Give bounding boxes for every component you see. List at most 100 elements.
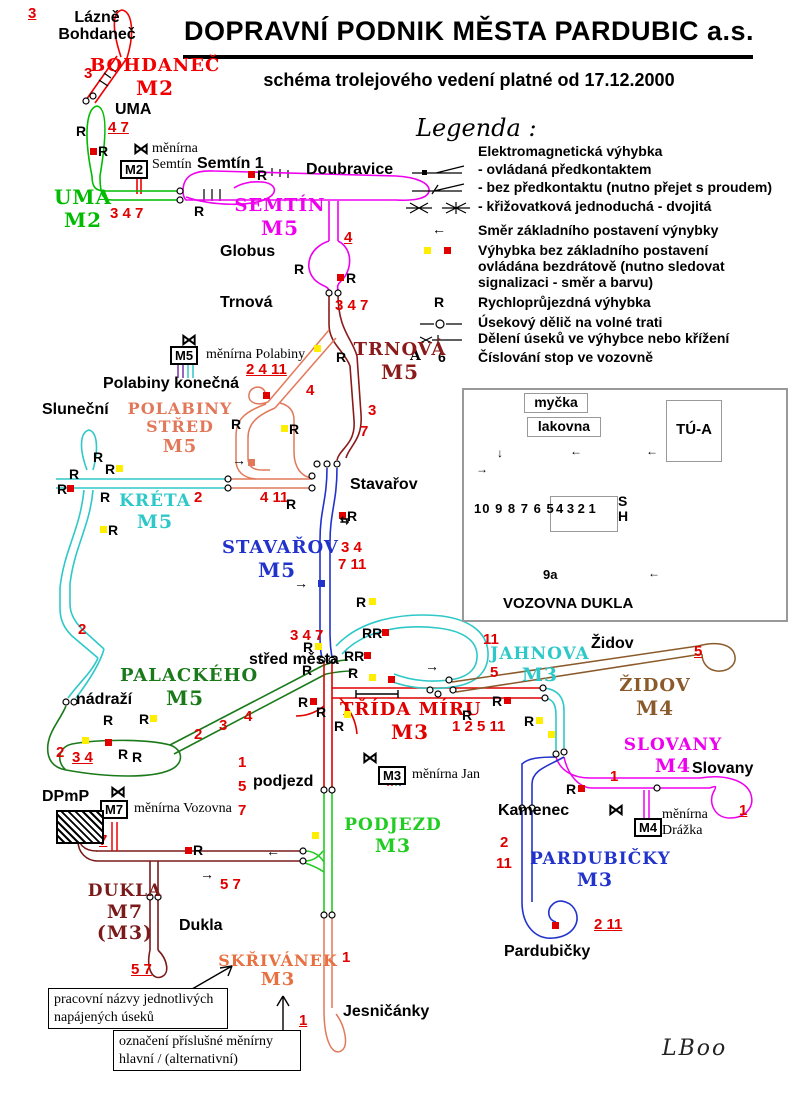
depot-tua-box: TÚ-A bbox=[666, 400, 722, 462]
r-switch-mark: R bbox=[334, 718, 345, 734]
station-slovany: Slovany bbox=[692, 760, 754, 777]
red-switch-marker bbox=[248, 171, 255, 178]
r-switch-mark: R bbox=[348, 665, 359, 681]
route-number: 2 bbox=[500, 834, 509, 851]
r-switch-mark: R bbox=[257, 167, 268, 183]
route-number: 3 bbox=[84, 65, 93, 82]
yellow-switch-marker-icon bbox=[424, 247, 431, 254]
r-switch-mark: R bbox=[566, 781, 577, 797]
substation-name-semtin-1: měnírna bbox=[152, 141, 198, 156]
substation-box-drazka: M4 bbox=[634, 818, 663, 837]
legend-item-usekovy-delic: Úsekový dělič na volné trati bbox=[478, 314, 663, 330]
red-switch-marker bbox=[364, 652, 371, 659]
section-bohdanec: BohdanečM2 bbox=[90, 55, 221, 100]
section-polabiny-stred: PolabinystředM5 bbox=[127, 399, 233, 457]
legend-electromagnetic-header: Elektromagnetická výhybka bbox=[478, 143, 663, 159]
route-line-stavarov bbox=[319, 467, 338, 659]
substation-bowtie-icon: ⋈ bbox=[110, 784, 126, 801]
depot-s-label: S bbox=[618, 493, 628, 509]
r-switch-mark: R bbox=[57, 481, 68, 497]
switch-divider-icon bbox=[419, 335, 462, 345]
route-number: 3 4 7 bbox=[290, 627, 324, 644]
section-ticks bbox=[98, 66, 289, 201]
route-line-trnova bbox=[328, 293, 362, 461]
red-switch-marker bbox=[185, 847, 192, 854]
station-pardubicky: Pardubičky bbox=[504, 943, 591, 960]
route-line-zidov bbox=[451, 642, 736, 693]
switch-no-precontact-icon bbox=[412, 183, 465, 195]
route-number: 2 bbox=[194, 489, 203, 506]
yellow-switch-marker bbox=[82, 737, 89, 744]
r-switch-mark: R bbox=[103, 712, 114, 728]
red-switch-marker bbox=[263, 392, 270, 399]
section-skrivanek: SkřivánekM3 bbox=[218, 951, 338, 991]
yellow-switch-marker bbox=[369, 674, 376, 681]
route-number: 4 bbox=[344, 229, 353, 246]
route-number: 2 bbox=[194, 726, 203, 743]
r-switch-mark: R bbox=[76, 123, 87, 139]
station-dukla: Dukla bbox=[179, 917, 223, 934]
substation-box-semtin: M2 bbox=[120, 160, 149, 179]
red-switch-marker bbox=[337, 274, 344, 281]
legend-r-symbol: R bbox=[434, 294, 445, 310]
station-podjezd: podjezd bbox=[253, 773, 314, 790]
red-switch-marker bbox=[504, 697, 511, 704]
legend-title: Legenda : bbox=[416, 114, 537, 142]
section-stavarov: StavařovM5 bbox=[222, 537, 339, 582]
author-signature: LBoo bbox=[662, 1036, 728, 1061]
red-switch-marker bbox=[67, 485, 74, 492]
station-polabiny-konecna: Polabiny konečná bbox=[103, 375, 240, 392]
r-switch-mark: R bbox=[303, 639, 314, 655]
r-switch-mark: R bbox=[108, 522, 119, 538]
r-switch-mark: R bbox=[289, 421, 300, 437]
route-line-pardubicky bbox=[521, 756, 578, 939]
r-switch-mark: R bbox=[346, 270, 357, 286]
r-switch-mark: R bbox=[347, 508, 358, 524]
depot-lakovna-box: lakovna bbox=[527, 417, 601, 437]
route-line-uma bbox=[86, 105, 179, 201]
page-subtitle: schéma trolejového vedení platné od 17.1… bbox=[263, 70, 675, 90]
red-switch-marker bbox=[382, 629, 389, 636]
r-switch-mark: R bbox=[294, 261, 305, 277]
direction-arrow-icon: ← bbox=[648, 566, 660, 580]
route-number: 5 7 bbox=[220, 876, 241, 893]
substation-box-polabiny: M5 bbox=[170, 346, 199, 365]
title-underline bbox=[183, 55, 753, 59]
legend-item-predkontakt: - ovládaná předkontaktem bbox=[478, 161, 652, 177]
route-line-kreta bbox=[56, 429, 227, 699]
route-number: 3 4 7 bbox=[335, 297, 369, 314]
direction-arrow-icon: → bbox=[476, 462, 488, 476]
route-number: 3 bbox=[219, 717, 228, 734]
red-switch-marker bbox=[552, 922, 559, 929]
legend-item-bez-predkontaktu: - bez předkontaktu (nutno přejet s proud… bbox=[478, 179, 773, 195]
rr-switch-mark: RR bbox=[344, 648, 365, 664]
route-line-polabiny bbox=[228, 329, 337, 489]
substation-name-drazka-2: Drážka bbox=[662, 823, 703, 838]
route-number: 2 11 bbox=[594, 916, 623, 933]
r-switch-mark: R bbox=[356, 594, 367, 610]
yellow-switch-marker bbox=[116, 465, 123, 472]
r-switch-mark: R bbox=[139, 711, 150, 727]
dpmp-building bbox=[56, 810, 104, 844]
direction-arrow-icon: → bbox=[294, 575, 308, 591]
section-jahnova: JahnovaM3 bbox=[490, 644, 590, 686]
red-switch-marker bbox=[90, 148, 97, 155]
route-number: 1 2 5 11 bbox=[452, 718, 506, 735]
station-nadrazi: nádraží bbox=[76, 691, 133, 708]
substation-name-polabiny: měnírna Polabiny bbox=[206, 347, 306, 362]
substation-bowtie-icon: ⋈ bbox=[133, 141, 149, 158]
depot-title: VOZOVNA DUKLA bbox=[503, 595, 634, 612]
route-number: 5 7 bbox=[131, 961, 152, 978]
substation-name-drazka-1: měnírna bbox=[662, 807, 708, 822]
route-number: 3 4 7 bbox=[110, 205, 144, 222]
depot-h-label: H bbox=[618, 508, 629, 524]
route-line-palackeho bbox=[46, 659, 353, 777]
station-zidov: Židov bbox=[591, 635, 634, 652]
route-number: 3 4 bbox=[72, 749, 93, 766]
r-switch-mark: R bbox=[524, 713, 535, 729]
yellow-switch-marker bbox=[314, 345, 321, 352]
route-number: 11 bbox=[483, 631, 499, 648]
